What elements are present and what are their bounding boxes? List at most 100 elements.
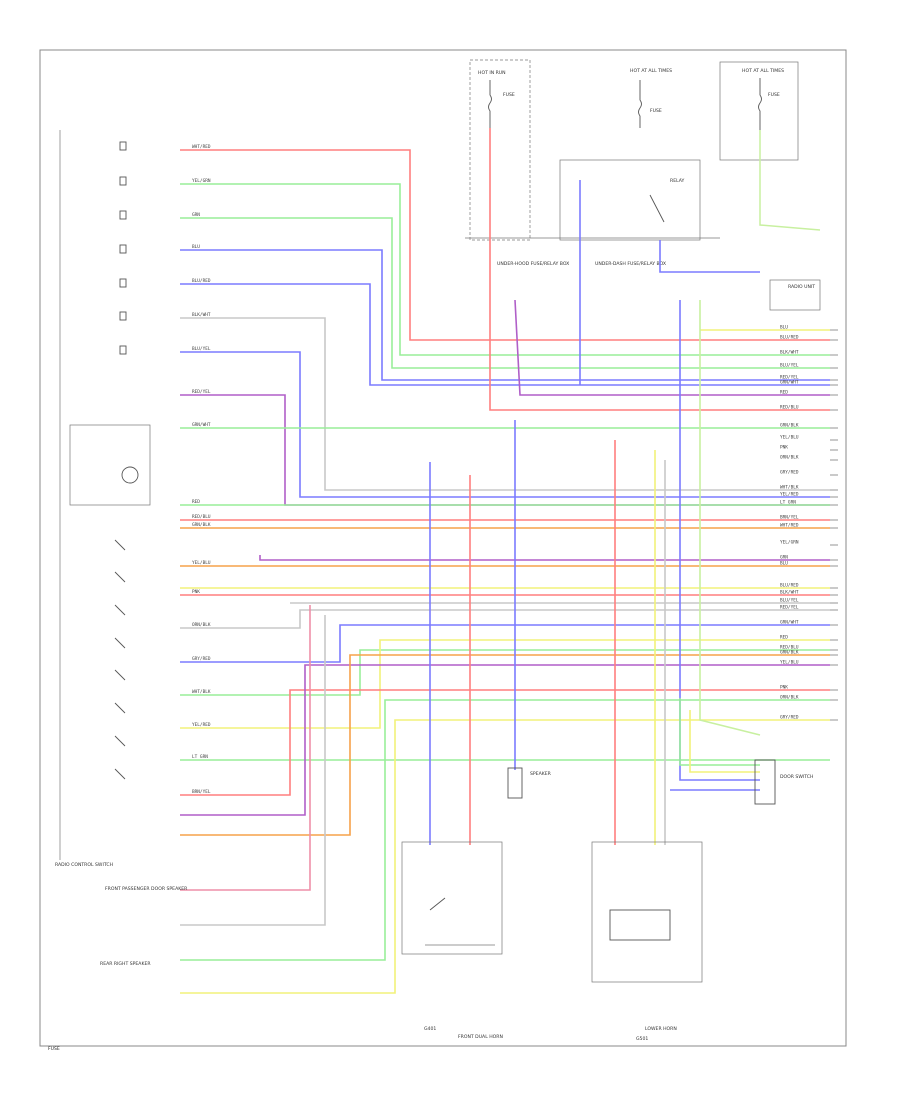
wire-tag-right: YEL/GRN — [780, 540, 799, 546]
right-fuse-outline — [719, 61, 799, 161]
wire-orange-24 — [180, 654, 830, 836]
wire-tag-left: YEL/BLU — [192, 560, 211, 566]
wire-yellow-42 — [689, 710, 760, 773]
wire-tag-right: BLU — [780, 561, 788, 567]
wire-tag-right: PNK — [780, 685, 788, 691]
wire-tag-right: RED/YEL — [780, 375, 799, 381]
front-horn-box — [401, 841, 503, 955]
wire-green-27 — [180, 699, 830, 961]
fuse-label-b: FUSE — [650, 108, 662, 114]
wire-tag-right: BLU — [780, 325, 788, 331]
ground-g1: G401 — [424, 1026, 436, 1032]
wire-tag-left: GRN — [192, 212, 200, 218]
wire-lightgreen-44 — [699, 300, 761, 736]
wire-tag-right: BLK/WHT — [780, 350, 799, 356]
wire-tag-left: GRN/WHT — [192, 422, 211, 428]
switch-bank — [114, 539, 126, 780]
hot-label-3: HOT AT ALL TIMES — [742, 68, 784, 74]
wire-tag-right: RED — [780, 635, 788, 641]
wire-tag-left: RED/YEL — [192, 389, 211, 395]
wire-green-19 — [180, 649, 830, 696]
front-horn-label: FRONT DUAL HORN — [458, 1034, 503, 1040]
wire-tag-right: GRN/BLK — [780, 423, 799, 429]
wire-red-29 — [489, 128, 830, 411]
transistor-block — [69, 424, 151, 506]
diagram-border — [39, 49, 847, 1047]
wire-pink-25 — [180, 605, 311, 891]
fuse-symbol-a — [488, 80, 492, 128]
wire-tag-right: RED/BLU — [780, 405, 799, 411]
hot-label-1: HOT IN RUN — [478, 70, 506, 76]
speaker-block — [507, 767, 523, 799]
wire-tag-left: PNK — [192, 589, 200, 595]
wire-blue-4 — [180, 283, 830, 386]
wire-blue-32 — [659, 240, 760, 273]
wire-tag-left: BLU/RED — [192, 278, 211, 284]
radio-control-switch: RADIO CONTROL SWITCH — [55, 130, 151, 868]
wire-tag-right: YEL/BLU — [780, 660, 799, 666]
rear-speaker-label: REAR RIGHT SPEAKER — [100, 961, 151, 967]
middle-components: SPEAKER DOOR SWITCH — [507, 759, 813, 805]
underdash-box-label: UNDER-DASH FUSE/RELAY BOX — [595, 261, 666, 267]
wire-tag-right: BLU/RED — [780, 335, 799, 341]
fuse-label-a: FUSE — [503, 92, 515, 98]
wire-yellow-28 — [180, 719, 830, 994]
wire-blue-40 — [679, 300, 760, 781]
bottom-components: FRONT DUAL HORN LOWER HORN FRONT PASSENG… — [48, 841, 703, 1052]
wire-tag-left: ORN/BLK — [192, 622, 211, 628]
wire-gray-5 — [180, 317, 830, 491]
wire-tag-right: GRN/WHT — [780, 380, 799, 386]
wire-tag-left: LT GRN — [192, 754, 208, 760]
wire-yellow-20 — [180, 639, 830, 729]
wire-tag-right: WHT/BLK — [780, 485, 799, 491]
top-power-section: HOT IN RUN HOT AT ALL TIMES HOT AT ALL T… — [465, 59, 821, 267]
wire-tag-left: YEL/RED — [192, 722, 211, 728]
wire-tag-left: RED — [192, 499, 200, 505]
relay-label: RELAY — [670, 178, 685, 184]
wire-purple-7 — [180, 394, 830, 506]
transistor-symbol — [121, 466, 139, 484]
lower-horn-relay — [609, 909, 671, 941]
wire-tag-left: BLK/WHT — [192, 312, 211, 318]
wire-tag-left: GRY/RED — [192, 656, 211, 662]
wire-green-1 — [180, 183, 830, 356]
radio-switch-label: RADIO CONTROL SWITCH — [55, 862, 113, 868]
relay-switch-arm — [649, 194, 665, 223]
wire-gray-17 — [180, 609, 830, 629]
wire-tag-left: RED/BLU — [192, 514, 211, 520]
wire-tag-right: RED/BLU — [780, 645, 799, 651]
wire-green-41 — [679, 698, 760, 766]
hot-label-2: HOT AT ALL TIMES — [630, 68, 672, 74]
wire-tag-left: BLU/YEL — [192, 346, 211, 352]
wire-tag-right: WHT/RED — [780, 523, 799, 529]
wire-purple-30 — [514, 299, 830, 396]
wire-tag-right: GRN/BLK — [780, 650, 799, 656]
wire-tag-right: GRN/WHT — [780, 620, 799, 626]
underhood-box-outline — [469, 59, 531, 241]
right-connector-pins: BLUBLU/REDBLK/WHTBLU/YELRED/YELGRN/WHTRE… — [780, 325, 838, 721]
wire-tag-left: BLU — [192, 244, 200, 250]
wire-right-fuse — [759, 130, 821, 231]
button-symbols — [119, 141, 127, 355]
wire-blue-18 — [180, 624, 830, 663]
wire-tag-right: RED — [780, 390, 788, 396]
wire-tag-right: YEL/BLU — [780, 435, 799, 441]
horn-switch-arm — [429, 897, 446, 911]
wire-tag-left: YEL/GRN — [192, 178, 211, 184]
wire-tag-right: GRY/RED — [780, 715, 799, 721]
wire-tag-right: GRY/RED — [780, 470, 799, 476]
radio-unit-label: RADIO UNIT — [788, 284, 815, 290]
front-door-speaker-label: FRONT PASSENGER DOOR SPEAKER — [105, 886, 188, 892]
wire-tag-right: YEL/RED — [780, 492, 799, 498]
speaker-label: SPEAKER — [530, 771, 552, 777]
ground-g2: G501 — [636, 1036, 648, 1042]
wire-layer: WHT/RED YEL/GRN GRN BLU BLU/RED BLK/WHT BLU/YE… — [180, 128, 830, 994]
wire-tag-right: ORN/BLK — [780, 695, 799, 701]
radio-unit-outline — [769, 279, 821, 311]
wire-tag-right: PNK — [780, 445, 788, 451]
wire-tag-left: WHT/BLK — [192, 689, 211, 695]
fuse-label-c: FUSE — [768, 92, 780, 98]
wire-purple-23 — [180, 664, 830, 816]
corner-label: FUSE — [48, 1046, 60, 1052]
wire-tag-right: ORN/BLK — [780, 455, 799, 461]
